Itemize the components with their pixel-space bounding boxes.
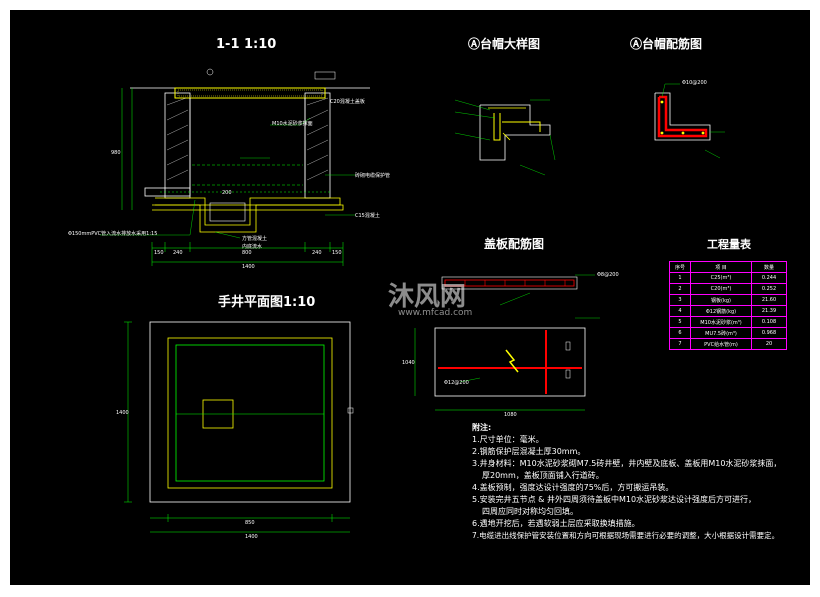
sec-label-conduit: 砖砌电缆保护管 [355,173,391,179]
plan-title: 手井平面图1:10 [218,295,316,310]
cap-detail-drawing [454,99,556,176]
table-header-row: 序号 项 目 数量 [669,261,787,273]
table-cell: C25(m³) [690,272,752,284]
note-item: 1.尺寸单位：毫米。 [472,435,544,444]
table-cell: 2 [669,283,691,295]
cap-rebar-drawing [654,83,725,159]
detail-title: Ⓐ台帽大样图 [468,37,541,51]
table-cell: 0.244 [751,272,787,284]
table-header-cell: 序号 [669,261,691,273]
table-cell: 钢板(kg) [690,294,752,306]
table-cell: 20 [751,338,787,350]
note-item: 4.盖板预制，强度达设计强度的75%后，方可搬运吊装。 [472,483,674,492]
cover-rebar-drawing [414,274,600,411]
quantities-title: 工程量表 [707,238,751,251]
cap-rebar-label: Φ10@200 [682,80,707,86]
table-cell: 4 [669,305,691,317]
sec-label-drain: 内底流水 [242,244,263,250]
table-cell: C20(m³) [690,283,752,295]
table-cell: 21.60 [751,294,787,306]
cover-rebar-label-1: Φ8@200 [597,272,619,278]
watermark-url: www.mfcad.com [398,308,473,318]
table-cell: 0.968 [751,327,787,339]
note-item: 四周应同时对称均匀回填。 [482,507,578,516]
sec-label-pipe-conc: 方管混凝土 [242,236,268,242]
plan-dim-total: 1400 [245,534,258,540]
table-cell: 0.252 [751,283,787,295]
sec-dim-depth: 980 [111,150,121,156]
section-drawing [100,68,370,266]
table-cell: 6 [669,327,691,339]
sec-dim-c: 200 [222,190,232,196]
table-cell: MU7.5砖(m³) [690,327,752,339]
table-cell: Φ12钢筋(kg) [690,305,752,317]
table-header-cell: 数量 [751,261,787,273]
plan-dim-side: 1400 [116,410,129,416]
cover-rebar-title: 盖板配筋图 [484,237,545,251]
sec-label-pipe: Φ150mmPVC管入流水排放水采用1:15 [68,231,158,237]
cad-drawing [100,68,725,533]
table-cell: 0.108 [751,316,787,328]
note-item: 6.遇地开挖后，若遇软弱土层应采取换填措施。 [472,519,640,528]
table-cell: M10水泥砂浆(m³) [690,316,752,328]
note-item: 厚20mm，盖板顶面铺入行道砖。 [482,471,604,480]
note-item: 2.钢筋保护层混凝土厚30mm。 [472,447,586,456]
cap-rebar-title: Ⓐ台帽配筋图 [630,37,703,51]
sec-label-c15: C15混凝土 [355,213,380,219]
sec-dim-a: 150 [154,250,164,256]
note-item: 7.电缆进出线保护管安装位置和方向可根据现场需要进行必要的调整，大小根据设计需要… [472,531,780,540]
section-title: 1-1 1:10 [216,37,277,52]
drawing-sheet: 1-1 1:10 Ⓐ台帽大样图 Ⓐ台帽配筋图 盖板配筋图 手井平面图1:10 工… [10,10,810,585]
sec-label-cover: C20混凝土盖板 [330,99,365,105]
table-header-cell: 项 目 [690,261,752,273]
table-cell: PVC给水管(m) [690,338,752,350]
table-cell: 7 [669,338,691,350]
cover-dim-len: 1080 [504,412,517,418]
note-item: 3.井身材料：M10水泥砂浆砌M7.5砖井壁，井内壁及底板、盖板用M10水泥砂浆… [472,459,782,468]
notes-heading: 附注: [472,423,492,432]
sec-dim-d: 240 [312,250,322,256]
table-cell: 21.39 [751,305,787,317]
watermark-logo: 沐风网 [388,282,467,312]
table-cell: 1 [669,272,691,284]
cover-rebar-label-2: Φ12@200 [444,380,469,386]
sec-dim-total: 1400 [242,264,255,270]
cover-dim-side: 1040 [402,360,415,366]
sec-dim-b: 240 [173,250,183,256]
sec-dim-inner: 800 [242,250,252,256]
table-cell: 5 [669,316,691,328]
plan-dim-inner: 850 [245,520,255,526]
note-item: 5.安装完井五节点 & 井外四周须待盖板中M10水泥砂浆达设计强度后方可进行， [472,495,757,504]
sec-dim-e: 150 [332,250,342,256]
plan-drawing [124,321,354,533]
sec-label-plaster: M10水泥砂浆抹面 [272,121,313,127]
table-cell: 3 [669,294,691,306]
